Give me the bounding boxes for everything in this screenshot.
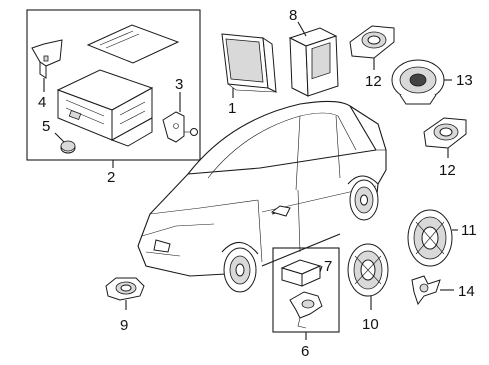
callout-11: 11 xyxy=(461,222,477,239)
display-screen-item-1 xyxy=(221,33,277,93)
module-item-7 xyxy=(280,259,322,287)
bracket-item-4 xyxy=(31,39,63,79)
woofer-item-13 xyxy=(391,59,445,105)
tweeter-item-12-lower xyxy=(423,117,467,149)
callout-8: 8 xyxy=(289,7,297,24)
callout-12-lower: 12 xyxy=(439,162,456,179)
navigation-unit xyxy=(56,69,154,147)
item-8-leader xyxy=(297,21,307,37)
callout-9: 9 xyxy=(120,317,128,334)
clip-item-14 xyxy=(411,275,441,306)
callout-2: 2 xyxy=(107,169,115,186)
callout-13: 13 xyxy=(456,72,473,89)
item-7-leader xyxy=(319,265,323,273)
car-body xyxy=(137,100,387,293)
control-module-item-8 xyxy=(288,27,339,97)
callout-6: 6 xyxy=(301,343,309,360)
mount-bracket-item-6 xyxy=(289,291,323,329)
callout-14: 14 xyxy=(458,283,475,300)
tweeter-item-12-upper xyxy=(349,25,395,59)
bracket-item-3 xyxy=(162,111,198,143)
instruction-sheet xyxy=(86,24,180,64)
tweeter-item-9 xyxy=(105,277,145,301)
knob-item-5 xyxy=(60,140,76,154)
callout-3: 3 xyxy=(175,76,183,93)
callout-12-upper: 12 xyxy=(365,73,382,90)
door-speaker-item-11 xyxy=(407,209,453,267)
door-speaker-item-10 xyxy=(347,243,389,297)
callout-10: 10 xyxy=(362,316,379,333)
callout-1: 1 xyxy=(228,100,236,117)
item-5-leader xyxy=(54,132,65,143)
callout-7: 7 xyxy=(324,258,332,275)
callout-5: 5 xyxy=(42,118,50,135)
callout-4: 4 xyxy=(38,94,46,111)
